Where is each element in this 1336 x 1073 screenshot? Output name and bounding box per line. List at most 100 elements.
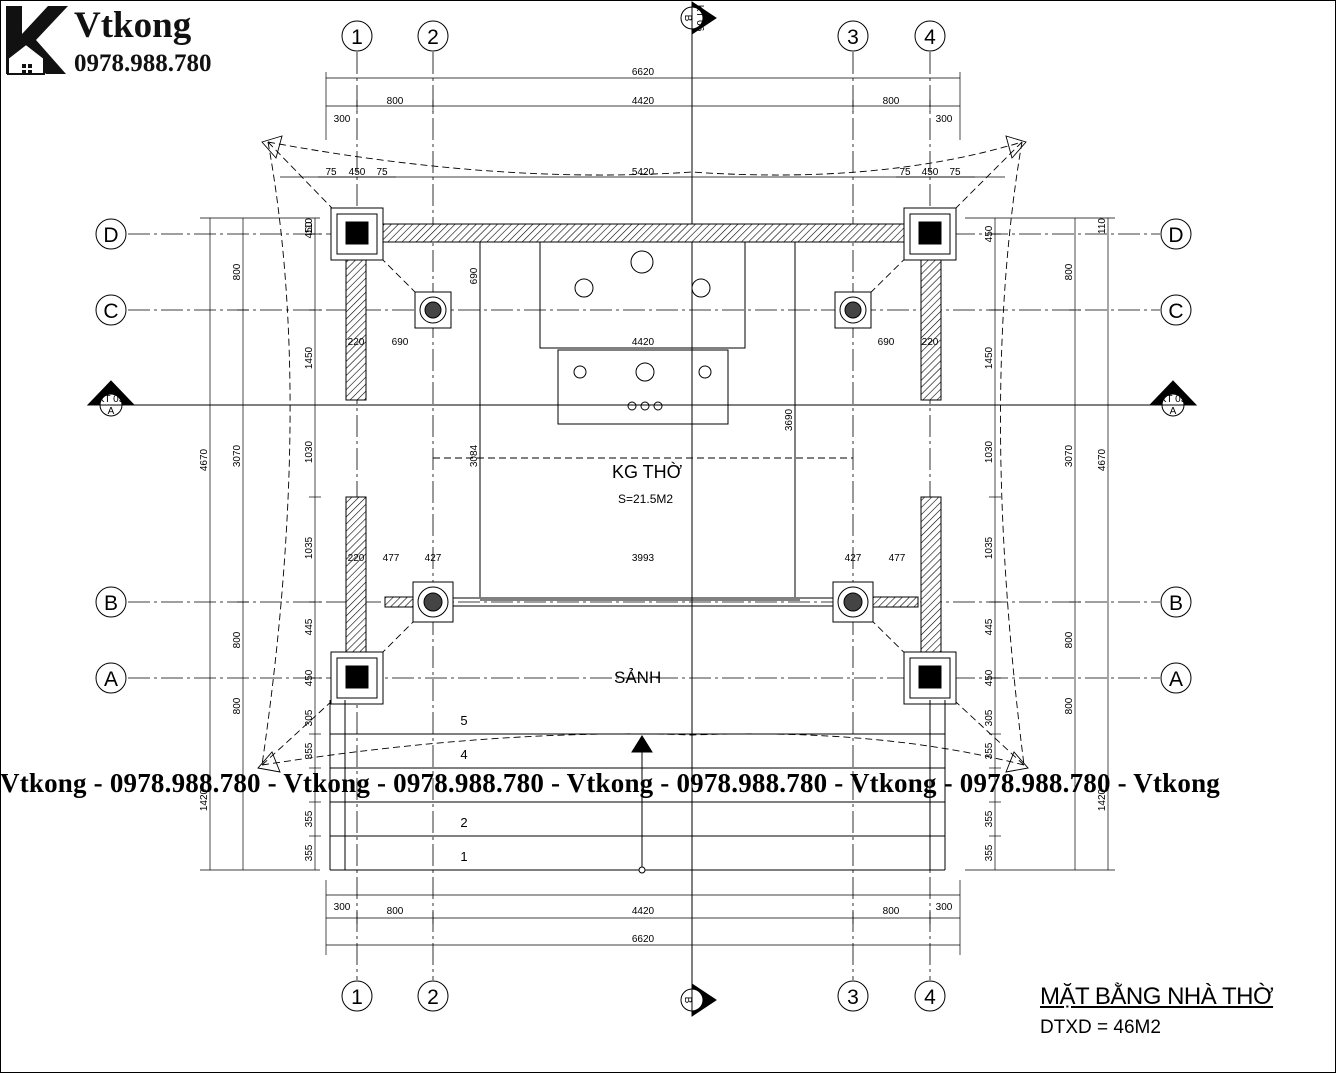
dim-b-477-right: 477	[889, 553, 906, 564]
section-sheet-right: KT 05	[1160, 394, 1187, 405]
dim-roof: 5420	[632, 167, 655, 178]
brand-phone: 0978.988.780	[74, 50, 212, 77]
dim-c-wall-left: 220	[348, 337, 365, 348]
dim-post-75-c: 75	[899, 167, 911, 178]
dim-h-300-left: 300	[334, 114, 351, 125]
axis-label-2-bottom: 2	[427, 986, 439, 1009]
axis-label-b-left: B	[104, 592, 118, 615]
dim-v-110-left: 110	[304, 218, 315, 234]
section-marker-left	[86, 380, 136, 417]
dim-v-1450-right: 1450	[984, 346, 995, 369]
dim-v-1420-left: 1420	[199, 788, 210, 811]
axis-label-4-bottom: 4	[924, 986, 936, 1009]
dim-h-300-right: 300	[936, 114, 953, 125]
watermark-banner: Vtkong - 0978.988.780 - Vtkong - 0978.98…	[0, 768, 1220, 798]
logo-mark	[6, 6, 68, 75]
axis-lines	[128, 52, 1160, 980]
axis-label-2-top: 2	[427, 26, 439, 49]
axis-bubble-row	[1160, 586, 1192, 618]
section-lines	[130, 30, 1155, 1000]
axis-bubble-col	[914, 20, 946, 52]
dim-b-427-right: 427	[845, 553, 862, 564]
axis-label-b-right: B	[1169, 592, 1183, 615]
dim-v-305-right: 305	[984, 709, 995, 726]
dim-c-690-right: 690	[878, 337, 895, 348]
dim-b-wall-left: 220	[348, 553, 365, 564]
dim-v-445-right: 445	[984, 618, 995, 635]
front-door-frame	[450, 597, 836, 607]
stairs	[329, 700, 946, 874]
dim-v-800-step-left: 800	[232, 697, 243, 714]
dim-v-3070-right: 3070	[1064, 444, 1075, 467]
dim-v-355-a-left: 355	[304, 742, 315, 759]
dim-b-427-left: 427	[425, 553, 442, 564]
section-sheet-left: KT 05	[98, 394, 125, 405]
axis-bubble-col	[417, 980, 449, 1012]
dim-h-800-left: 800	[387, 96, 404, 107]
brand-name: Vtkong	[74, 5, 192, 46]
dim-v-355-c-right: 355	[984, 810, 995, 827]
dim-v-800-step-right: 800	[1064, 697, 1075, 714]
dim-v-110-right: 110	[1097, 218, 1108, 234]
dim-v-800-bot-left: 800	[232, 631, 243, 648]
dimension-lines	[200, 72, 1115, 955]
dim-v-1035-right: 1035	[984, 536, 995, 559]
step-label-2: 2	[460, 815, 467, 830]
dim-v-355-d-right: 355	[984, 844, 995, 861]
dim-v-355-c-left: 355	[304, 810, 315, 827]
axis-label-1-top: 1	[351, 26, 363, 49]
dim-v-450-bot-right: 450	[984, 669, 995, 686]
axis-bubble-row	[95, 586, 127, 618]
dim-v-450-bot-left: 450	[304, 669, 315, 686]
dim-v-3084-inner: 3084	[469, 444, 480, 467]
axis-label-3-bottom: 3	[847, 986, 859, 1009]
dim-post-75-a: 75	[325, 167, 337, 178]
dim-c-wall-right: 220	[922, 337, 939, 348]
step-label-4: 4	[460, 747, 467, 762]
axis-bubble-row	[95, 218, 127, 250]
dim-h-4420: 4420	[632, 96, 655, 107]
axis-label-c-right: C	[1168, 300, 1183, 323]
dim-v-1420-right: 1420	[1097, 788, 1108, 811]
axis-label-1-bottom: 1	[351, 986, 363, 1009]
plan-subtitle: DTXD = 46M2	[1040, 1017, 1161, 1038]
dim-bot-300-left: 300	[334, 902, 351, 913]
step-label-5: 5	[460, 713, 467, 728]
dim-bot-4420: 4420	[632, 906, 655, 917]
dim-v-355-d-left: 355	[304, 844, 315, 861]
axis-label-a-left: A	[104, 668, 118, 691]
dim-b-477-left: 477	[383, 553, 400, 564]
axis-bubble-row	[95, 662, 127, 694]
axis-bubble-col	[341, 20, 373, 52]
dim-post-450-left: 450	[349, 167, 366, 178]
dim-v-4670-right: 4670	[1097, 448, 1108, 471]
dim-v-355-a-right: 355	[984, 742, 995, 759]
dim-post-450-right: 450	[922, 167, 939, 178]
roof-corner-tips	[257, 135, 1029, 773]
axis-bubble-col	[417, 20, 449, 52]
dim-b-3993: 3993	[632, 553, 655, 564]
dim-v-1030-right: 1030	[984, 440, 995, 463]
axis-bubble-col	[837, 980, 869, 1012]
section-marker-top	[680, 1, 717, 35]
dim-v-800-top-right: 800	[1064, 263, 1075, 280]
section-letter-left: A	[108, 406, 115, 417]
axis-bubble-col	[341, 980, 373, 1012]
axis-label-c-left: C	[103, 300, 118, 323]
axis-label-3-top: 3	[847, 26, 859, 49]
axis-label-a-right: A	[1169, 668, 1183, 691]
section-letter-top: B	[682, 15, 693, 22]
axis-label-4-top: 4	[924, 26, 936, 49]
axis-label-d-right: D	[1168, 224, 1183, 247]
dim-v-4670-left: 4670	[199, 448, 210, 471]
dim-v-1450-left: 1450	[304, 346, 315, 369]
round-columns	[412, 291, 874, 623]
dim-v-1030-left: 1030	[304, 440, 315, 463]
section-letter-bottom: B	[682, 997, 693, 1004]
dim-c-690-left: 690	[392, 337, 409, 348]
dim-overall-top: 6620	[632, 67, 655, 78]
dim-c-4420: 4420	[632, 337, 655, 348]
walls	[345, 223, 942, 679]
section-marker-bottom	[680, 983, 717, 1017]
